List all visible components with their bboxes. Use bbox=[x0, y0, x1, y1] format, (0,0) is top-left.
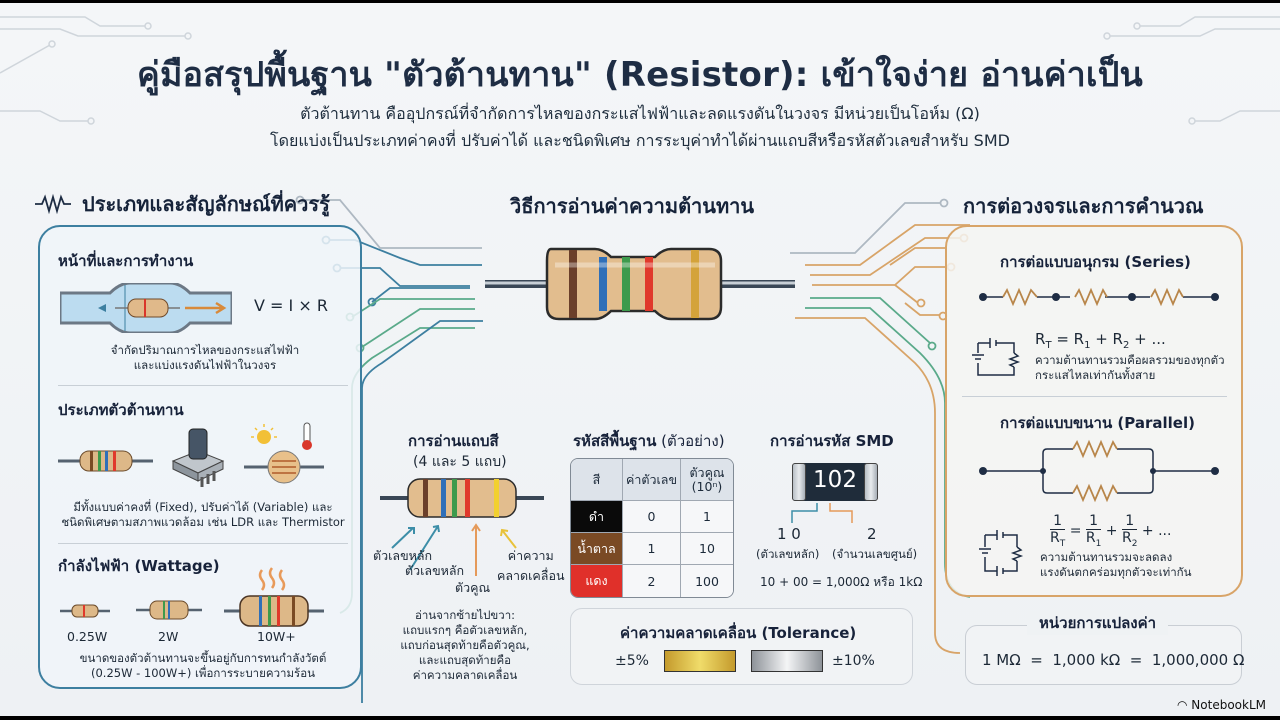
smd-digits-value: 1 0 bbox=[777, 525, 801, 543]
smd-code: 102 bbox=[813, 467, 857, 493]
divider bbox=[58, 385, 348, 386]
series-schematic-icon bbox=[972, 338, 1021, 376]
unit-conversion-box bbox=[965, 625, 1242, 685]
band-arrows bbox=[391, 523, 517, 576]
divider bbox=[58, 543, 348, 544]
notebooklm-logo-icon: ◠ bbox=[1177, 698, 1192, 712]
smd-result: 10 + 00 = 1,000Ω หรือ 1kΩ bbox=[760, 575, 923, 589]
divider bbox=[962, 396, 1227, 397]
series-title: การต่อแบบอนุกรม (Series) bbox=[1000, 253, 1191, 271]
fixed-resistor-icon bbox=[58, 450, 153, 472]
series-description: ความต้านทานรวมคือผลรวมของทุกตัว กระแสไหล… bbox=[1035, 353, 1225, 382]
brand-footer: ◠ NotebookLM bbox=[1177, 698, 1266, 712]
subtitle-line-2: โดยแบ่งเป็นประเภทค่าคงที่ ปรับค่าได้ และ… bbox=[270, 131, 1010, 150]
function-description: จำกัดปริมาณการไหลของกระแสไฟฟ้า และแบ่งแร… bbox=[110, 343, 300, 372]
table-row: แดง 2 100 bbox=[571, 565, 733, 597]
infographic-canvas: คู่มือสรุปพื้นฐาน "ตัวต้านทาน" (Resistor… bbox=[0, 3, 1280, 716]
smd-cap-right bbox=[864, 463, 878, 501]
types-description: มีทั้งแบบค่าคงที่ (Fixed), ปรับค่าได้ (V… bbox=[61, 500, 345, 529]
smd-title: การอ่านรหัส SMD bbox=[770, 432, 894, 450]
center-section-heading: วิธีการอ่านค่าความต้านทาน bbox=[510, 194, 755, 218]
arrow-label-tolerance: ค่าความ คลาดเคลื่อน bbox=[497, 548, 565, 583]
potentiometer-icon bbox=[171, 428, 225, 487]
series-circuit-diagram bbox=[979, 287, 1219, 307]
types-title: ประเภทตัวต้านทาน bbox=[58, 401, 184, 419]
smd-digits-label: (ตัวเลขหลัก) bbox=[756, 547, 820, 561]
smd-zeros-value: 2 bbox=[867, 525, 877, 543]
color-code-title: รหัสสีพื้นฐาน (ตัวอย่าง) bbox=[573, 432, 725, 450]
color-band-title: การอ่านแถบสี bbox=[408, 432, 499, 450]
wattage-025w-label: 0.25W bbox=[67, 629, 108, 644]
tolerance-title: ค่าความคลาดเคลื่อน (Tolerance) bbox=[620, 624, 857, 642]
wattage-2w-label: 2W bbox=[158, 629, 179, 644]
table-row: น้ำตาล 1 10 bbox=[571, 533, 733, 565]
wattage-title: กำลังไฟฟ้า (Wattage) bbox=[58, 557, 220, 575]
tolerance-gold-label: ±5% bbox=[615, 653, 649, 669]
parallel-schematic-icon bbox=[979, 530, 1024, 576]
current-flow-pipe-illustration bbox=[60, 283, 232, 333]
smd-zeros-label: (จำนวนเลขศูนย์) bbox=[832, 547, 918, 561]
table-row: ดำ 0 1 bbox=[571, 501, 733, 533]
resistor-025w-icon bbox=[60, 604, 110, 618]
parallel-title: การต่อแบบขนาน (Parallel) bbox=[1000, 414, 1195, 432]
main-resistor-illustration bbox=[485, 247, 795, 321]
arrow-label-digit-1: ตัวเลขหลัก bbox=[373, 548, 433, 563]
resistor-symbol-icon bbox=[35, 193, 71, 215]
resistor-2w-icon bbox=[136, 600, 202, 620]
gold-band-swatch bbox=[664, 650, 736, 672]
smd-brackets bbox=[791, 503, 853, 523]
color-band-description: อ่านจากซ้ายไปขวา: แถบแรกๆ คือตัวเลขหลัก,… bbox=[400, 608, 530, 682]
series-formula: RT = R1 + R2 + ... bbox=[1035, 330, 1166, 351]
wattage-description: ขนาดของตัวต้านทานจะขึ้นอยู่กับการทนกำลัง… bbox=[79, 651, 327, 680]
tolerance-box bbox=[570, 608, 913, 685]
arrow-label-multiplier: ตัวคูณ bbox=[455, 580, 491, 595]
silver-band-swatch bbox=[751, 650, 823, 672]
wattage-10w-label: 10W+ bbox=[257, 629, 296, 644]
table-header-row: สี ค่าตัวเลข ตัวคูณ(10ⁿ) bbox=[571, 459, 733, 501]
page-title: คู่มือสรุปพื้นฐาน "ตัวต้านทาน" (Resistor… bbox=[137, 55, 1143, 95]
right-section-heading: การต่อวงจรและการคำนวณ bbox=[963, 194, 1204, 218]
smd-cap-left bbox=[792, 463, 806, 501]
resistor-10w-icon bbox=[224, 567, 324, 627]
subtitle-line-1: ตัวต้านทาน คืออุปกรณ์ที่จำกัดการไหลของกร… bbox=[300, 104, 980, 123]
parallel-description: ความต้านทานรวมจะลดลง แรงดันตกคร่อมทุกตัว… bbox=[1040, 550, 1192, 579]
tolerance-silver-label: ±10% bbox=[832, 653, 875, 669]
ohms-law-formula: V = I × R bbox=[254, 296, 328, 315]
color-band-resistor-illustration bbox=[380, 478, 544, 518]
color-band-subtitle: (4 และ 5 แถบ) bbox=[413, 454, 507, 470]
color-code-table: สี ค่าตัวเลข ตัวคูณ(10ⁿ) ดำ 0 1 น้ำตาล 1… bbox=[570, 458, 734, 598]
ldr-thermistor-icon bbox=[244, 422, 324, 484]
unit-conversion-value: 1 MΩ = 1,000 kΩ = 1,000,000 Ω bbox=[982, 651, 1245, 669]
arrow-label-digit-2: ตัวเลขหลัก bbox=[405, 563, 465, 578]
smd-chip-illustration: 102 bbox=[792, 463, 878, 501]
function-title: หน้าที่และการทำงาน bbox=[58, 252, 194, 270]
unit-conversion-title: หน่วยการแปลงค่า bbox=[1027, 611, 1169, 635]
left-section-heading: ประเภทและสัญลักษณ์ที่ควรรู้ bbox=[82, 192, 330, 216]
parallel-circuit-diagram bbox=[979, 439, 1219, 503]
